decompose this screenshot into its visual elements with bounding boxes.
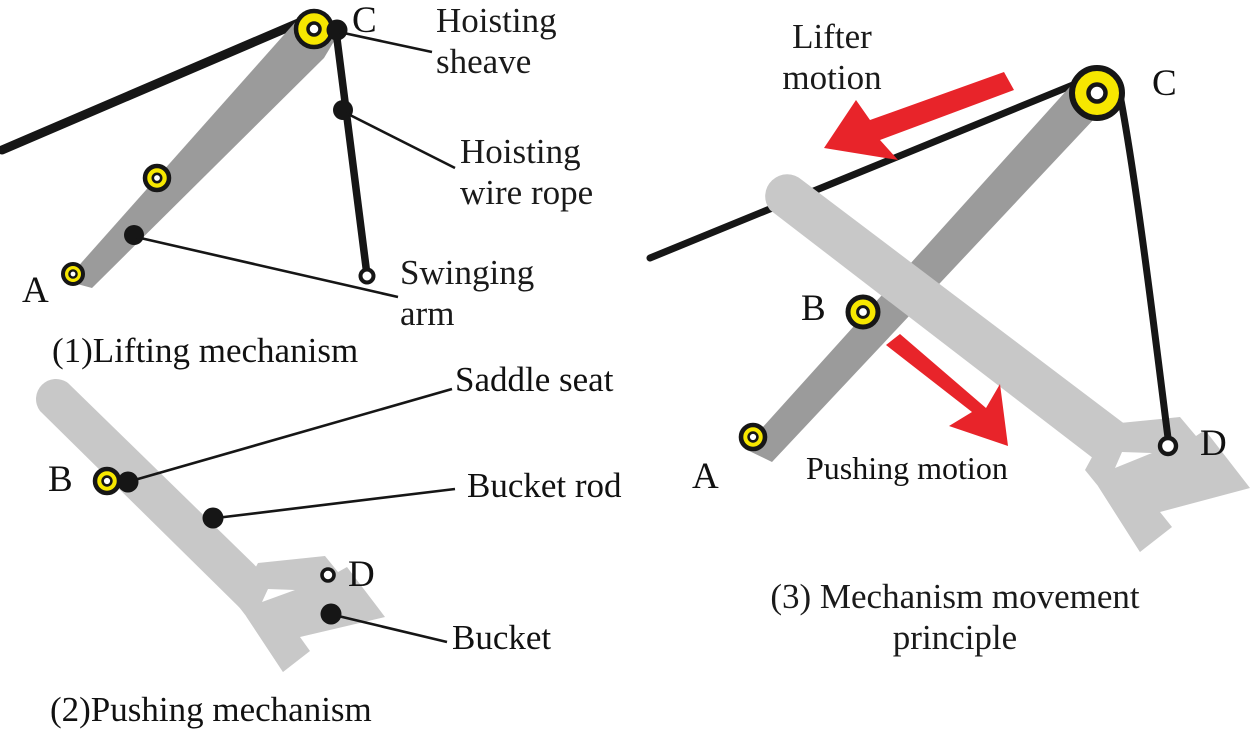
panel2-bucket-rod xyxy=(35,378,273,612)
panel1-node-C xyxy=(326,19,348,41)
panel2-bucket-rod-node xyxy=(202,507,224,529)
panel2-annotation-bucket: Bucket xyxy=(452,618,552,657)
panel2-caption: (2)Pushing mechanism xyxy=(50,690,372,729)
panel2-leader-bucket xyxy=(333,613,448,644)
panel2-bucket-notch xyxy=(262,589,295,602)
panel3-label-A: A xyxy=(692,456,719,497)
panel1-pivot-A xyxy=(61,262,85,286)
panel3-point-D-eye xyxy=(1157,435,1179,457)
panel3-label-D: D xyxy=(1200,423,1227,464)
panel3-hoisting-wire-rope xyxy=(1116,91,1172,442)
panel3-hoisting-sheave-pulley xyxy=(1069,65,1125,121)
panel1-rope-eye xyxy=(358,267,376,285)
panel1-caption: (1)Lifting mechanism xyxy=(52,331,359,370)
panel1-swinging-arm-body xyxy=(66,10,336,288)
panel2-point-D-eye xyxy=(320,567,336,583)
panel2-leader-rod xyxy=(215,487,456,520)
panel2-label-D: D xyxy=(348,554,375,595)
panel2-annotation-saddle-seat: Saddle seat xyxy=(455,360,614,399)
panel2-pushing-mechanism xyxy=(35,378,456,672)
panel3-swinging-arm-body xyxy=(745,70,1110,462)
panel2-annotation-bucket-rod: Bucket rod xyxy=(467,466,622,505)
panel3-annotation-pushing-motion: Pushing motion xyxy=(806,450,1008,486)
panel3-annotation-lifter-motion: Lifter motion xyxy=(782,17,882,98)
panel2-saddle-seat-node xyxy=(117,471,139,493)
panel3-pivot-A xyxy=(738,422,768,452)
panel3-label-C: C xyxy=(1152,63,1177,104)
panel3-caption: (3) Mechanism movement principle xyxy=(770,577,1140,658)
panel2-pivot-B xyxy=(92,466,122,496)
panel1-hoisting-wire-rope xyxy=(332,27,371,279)
panel3-mechanism-movement xyxy=(646,65,1250,552)
panel1-label-C: C xyxy=(352,0,377,41)
red-arrow-down-right-icon xyxy=(886,334,1008,446)
panel1-leader-sheave xyxy=(338,30,433,54)
panel2-leader-saddle xyxy=(130,387,453,483)
panel3-bucket-lip xyxy=(1098,486,1172,552)
panel3-bucket-rod xyxy=(765,174,1130,462)
panel3-bucket-notch xyxy=(1115,452,1152,468)
panel1-annotation-hoisting-sheave: Hoisting sheave xyxy=(436,1,557,82)
panel1-arm-node xyxy=(124,225,144,245)
panel1-leader-arm xyxy=(135,235,399,299)
panel1-rope-node xyxy=(333,100,353,120)
panel2-label-B: B xyxy=(48,459,73,500)
panel1-mid-pulley xyxy=(142,163,172,193)
panel2-bucket-lip xyxy=(246,616,310,672)
panel1-lifting-mechanism xyxy=(0,8,456,299)
panel3-boom-line xyxy=(646,74,1094,262)
panel1-annotation-hoisting-wire-rope: Hoisting wire rope xyxy=(460,132,594,213)
red-arrow-left-icon xyxy=(824,72,1014,160)
panel2-bucket-node xyxy=(320,603,342,625)
panel3-pivot-B xyxy=(845,294,881,330)
panel3-label-B: B xyxy=(801,288,826,329)
panel1-boom-line xyxy=(0,13,315,155)
panel1-leader-rope xyxy=(345,111,456,170)
panel1-annotation-swinging-arm: Swinging arm xyxy=(400,253,535,334)
panel1-label-A: A xyxy=(22,270,49,311)
